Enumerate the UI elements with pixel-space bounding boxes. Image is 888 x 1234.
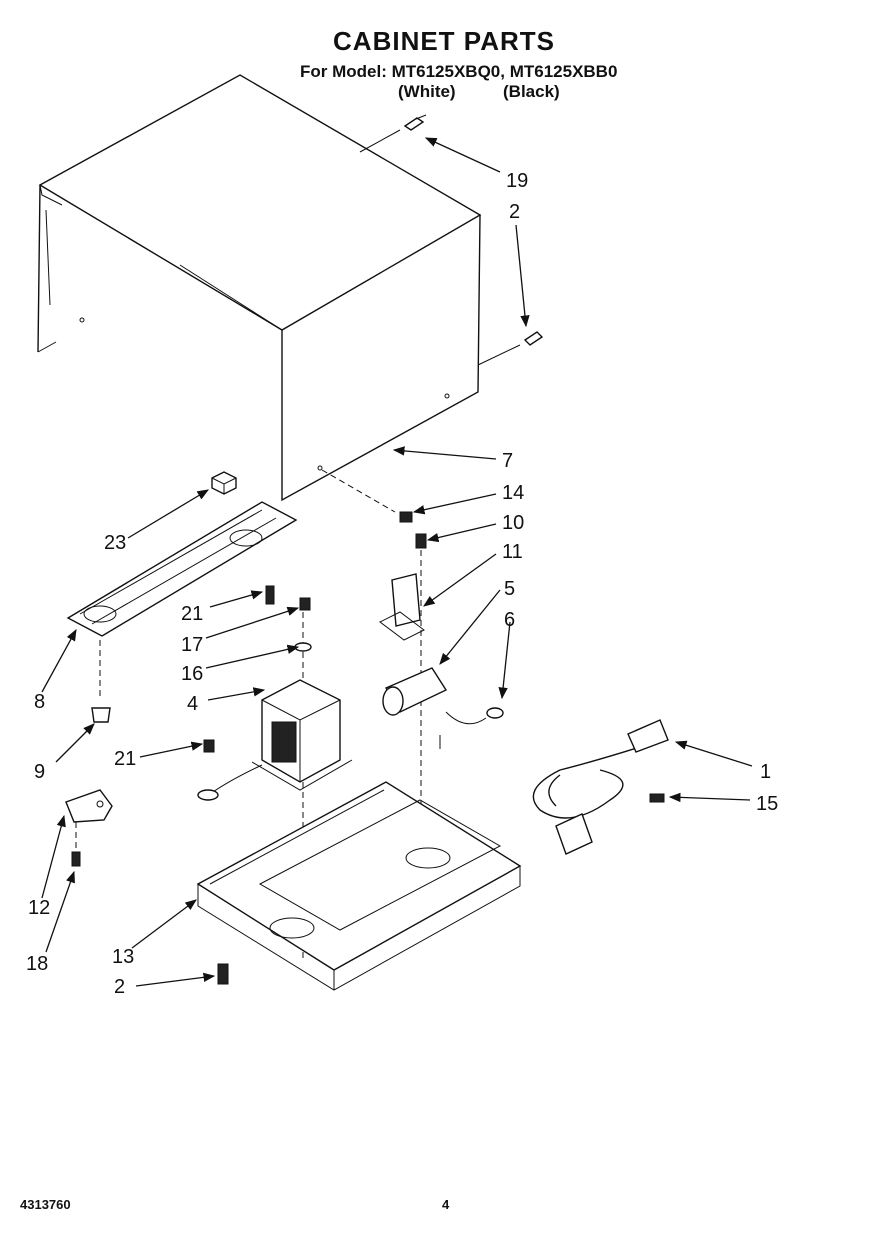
- callout-2-bottom: 2: [114, 976, 125, 998]
- base-part-13: [196, 781, 522, 991]
- screw-part-15: [649, 793, 665, 803]
- screw-part-18: [71, 851, 81, 867]
- capacitor-bracket-part-11: [379, 573, 425, 641]
- callout-15: 15: [756, 793, 778, 815]
- callout-7: 7: [502, 450, 513, 472]
- diode-part-6: [439, 707, 504, 749]
- callout-16: 16: [181, 663, 203, 685]
- bracket-part-8: [66, 501, 298, 700]
- screw-part-14: [399, 511, 413, 523]
- model-line: For Model: MT6125XBQ0, MT6125XBB0: [300, 62, 618, 81]
- callout-8: 8: [34, 691, 45, 713]
- screw-part-2-bottom: [217, 963, 229, 985]
- callout-1: 1: [760, 761, 771, 783]
- callout-23: 23: [104, 532, 126, 554]
- transformer-part-4: [197, 679, 353, 801]
- page-number: 4: [442, 1197, 450, 1212]
- foot-part-9: [91, 707, 111, 723]
- variant-black-label: (Black): [503, 82, 560, 101]
- callout-17: 17: [181, 634, 203, 656]
- variant-white-label: (White): [398, 82, 456, 101]
- callout-21-b: 21: [114, 748, 136, 770]
- callout-2-top: 2: [509, 201, 520, 223]
- callout-18: 18: [26, 953, 48, 975]
- document-number: 4313760: [20, 1197, 71, 1212]
- callout-10: 10: [502, 512, 524, 534]
- screw-part-2-top: [523, 331, 544, 346]
- callout-4: 4: [187, 693, 198, 715]
- callout-14: 14: [502, 482, 524, 504]
- cabinet-wrapper: [37, 74, 521, 513]
- callout-6: 6: [504, 609, 515, 631]
- callout-12: 12: [28, 897, 50, 919]
- capacitor-part-5: [382, 667, 448, 716]
- callout-9: 9: [34, 761, 45, 783]
- callout-19: 19: [506, 170, 528, 192]
- page-title: CABINET PARTS: [333, 26, 555, 56]
- leader-lines: [41, 137, 753, 987]
- callout-11: 11: [502, 541, 523, 563]
- callout-5: 5: [504, 578, 515, 600]
- screw-part-21-a: [265, 585, 275, 605]
- screw-part-21-b: [203, 739, 215, 753]
- callout-21-a: 21: [181, 603, 203, 625]
- hinge-part-12: [65, 789, 113, 850]
- power-cord-part-1: [532, 719, 669, 855]
- spacer-part-23: [211, 471, 237, 495]
- screw-part-19: [403, 114, 427, 131]
- callout-13: 13: [112, 946, 134, 968]
